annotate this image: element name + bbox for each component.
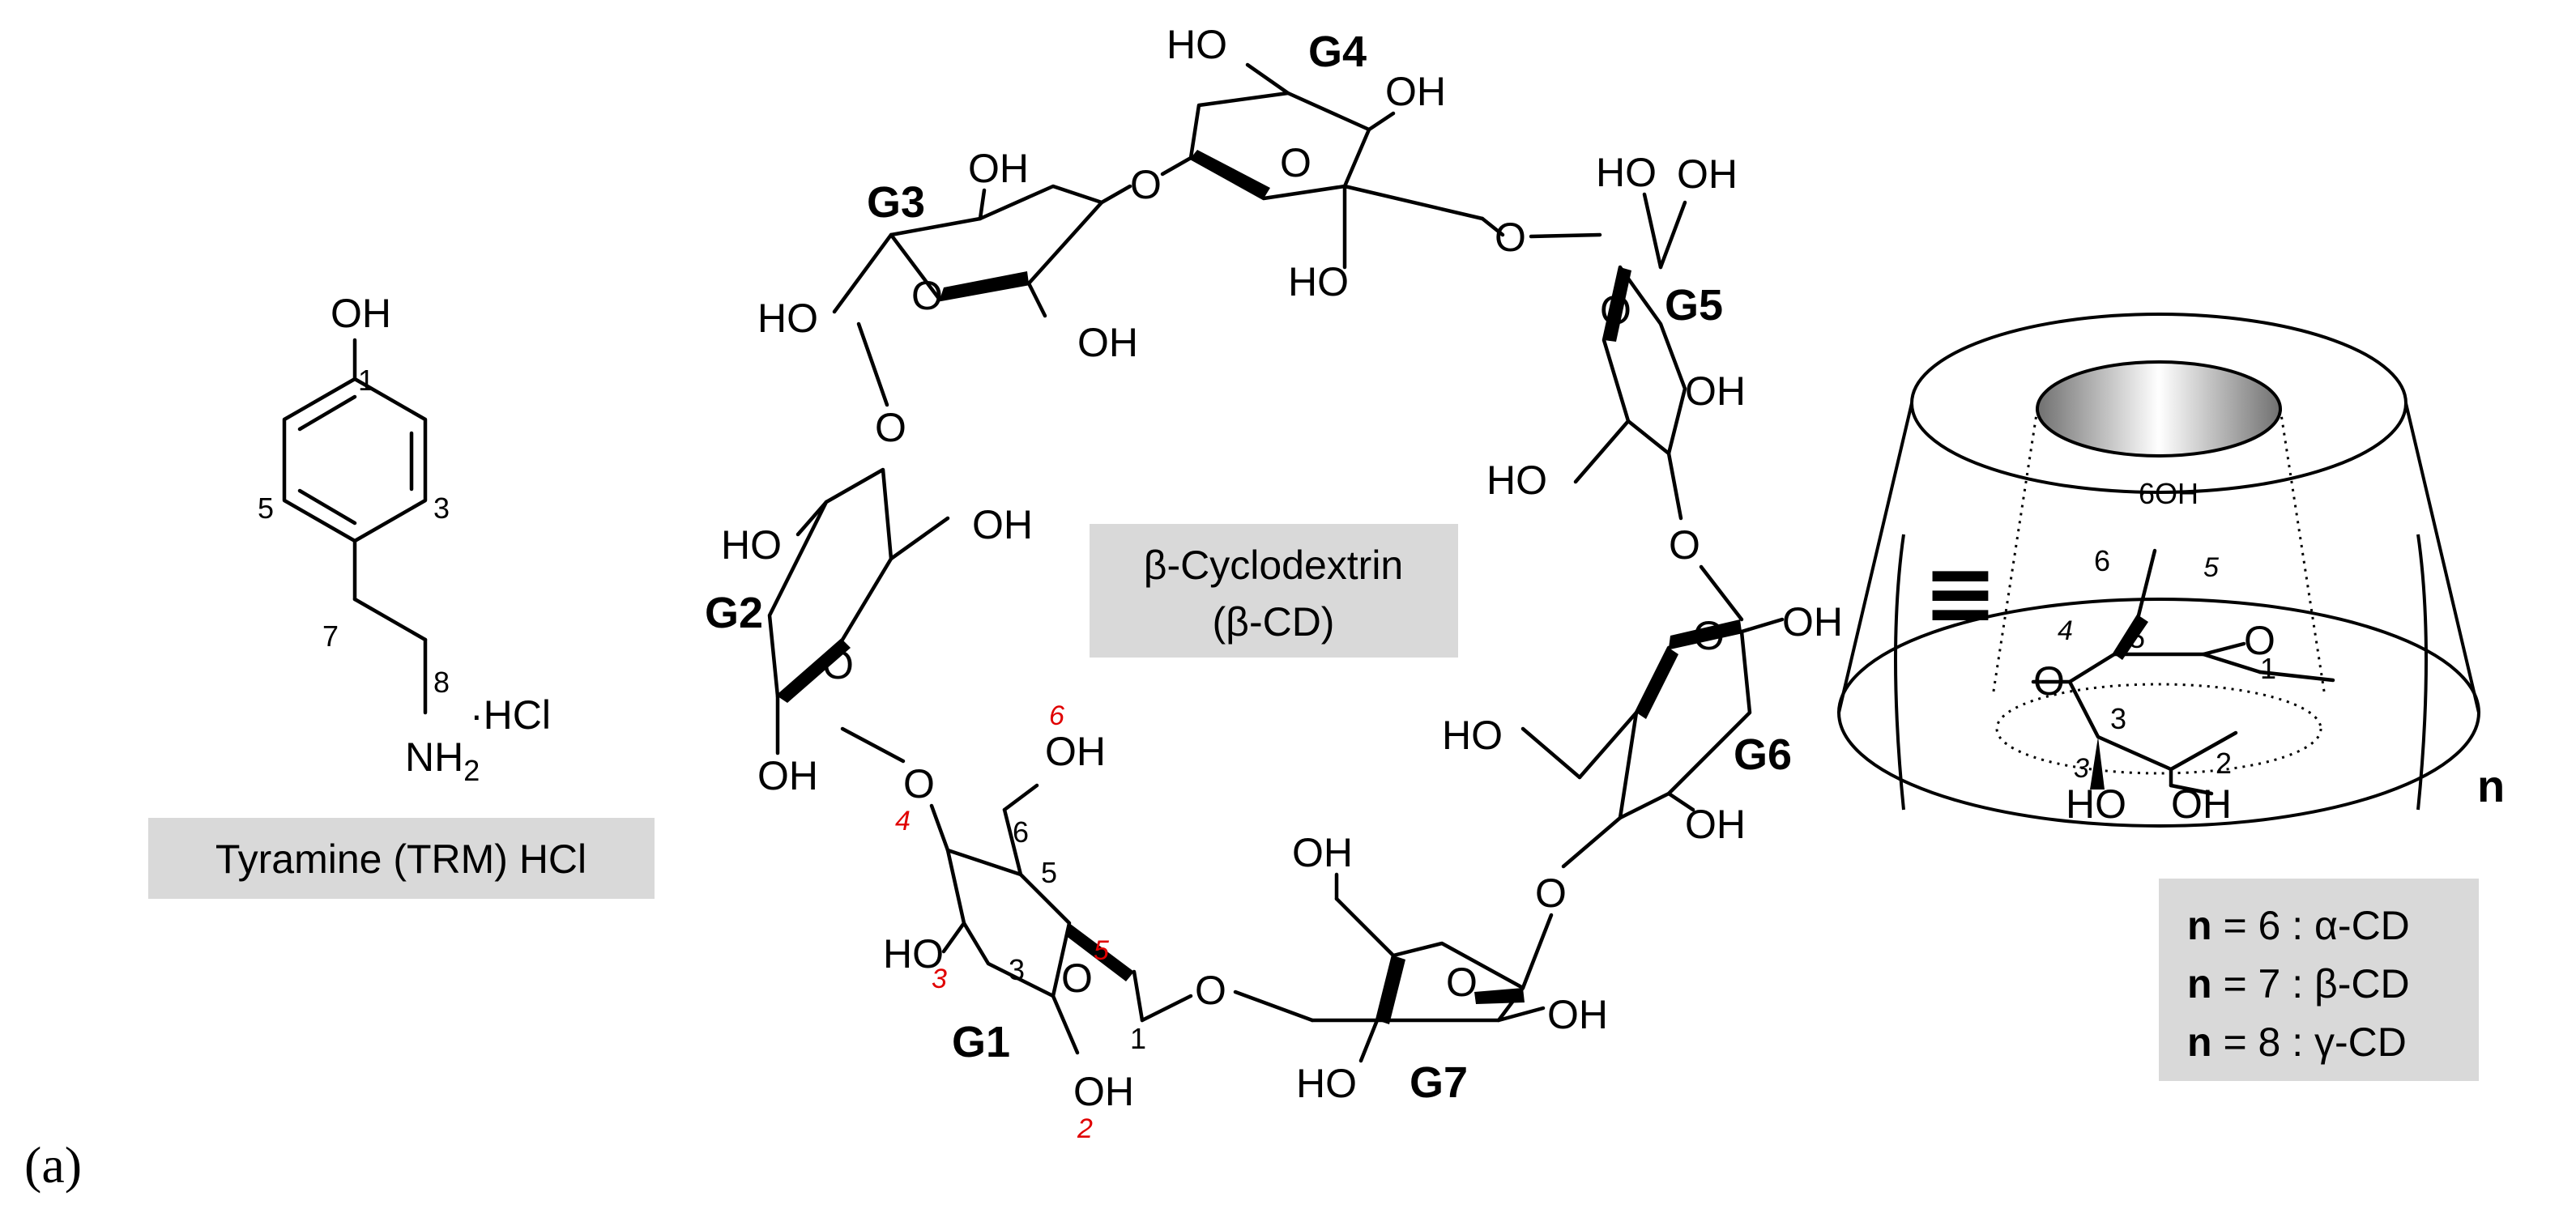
tyramine-num-1: 1 (358, 364, 374, 397)
cd-caption-box (1090, 524, 1458, 658)
svg-text:O: O (1535, 870, 1567, 916)
svg-text:5: 5 (1094, 935, 1109, 966)
svg-text:O: O (875, 405, 906, 450)
svg-text:HO: HO (883, 931, 944, 977)
svg-text:6: 6 (1013, 815, 1029, 849)
svg-text:4: 4 (2058, 615, 2073, 646)
unit-label-g1: G1 (952, 1018, 1010, 1066)
svg-text:O: O (1495, 215, 1526, 260)
svg-text:HO: HO (1288, 259, 1349, 304)
unit-label-g5: G5 (1665, 281, 1723, 330)
svg-text:O: O (1061, 956, 1093, 1001)
equivalence-symbol: ≡ (1923, 541, 1998, 645)
cyclodextrin-cone: 6OH 6 5 5 O 4 O 1 3 3 2 HO OH n (1837, 313, 2505, 828)
legend-beta: n = 7 : β-CD (2187, 961, 2410, 1007)
svg-text:6OH: 6OH (2139, 477, 2199, 510)
svg-text:O: O (822, 642, 854, 687)
unit-label-g4: G4 (1308, 28, 1367, 76)
svg-text:OH: OH (1292, 830, 1353, 875)
svg-text:O: O (1693, 613, 1725, 658)
unit-label-g3: G3 (867, 178, 925, 227)
svg-text:4: 4 (895, 806, 911, 836)
tyramine-nh2-label: NH2 (405, 734, 480, 787)
svg-text:3: 3 (2074, 753, 2089, 784)
panel-label: (a) (24, 1136, 82, 1194)
svg-text:HO: HO (1296, 1061, 1357, 1106)
svg-text:OH: OH (1685, 368, 1746, 414)
svg-text:HO: HO (1442, 713, 1503, 758)
svg-text:HO: HO (2066, 781, 2126, 827)
tyramine-caption: Tyramine (TRM) HCl (215, 836, 586, 882)
svg-text:2: 2 (2216, 747, 2232, 780)
svg-text:OH: OH (972, 502, 1033, 547)
tyramine-hcl-label: ·HCl (470, 692, 551, 738)
svg-text:OH: OH (1685, 802, 1746, 847)
svg-text:1: 1 (1130, 1022, 1146, 1055)
svg-text:5: 5 (1041, 856, 1057, 889)
cd-caption-line1: β-Cyclodextrin (1144, 543, 1404, 588)
legend-gamma: n = 8 : γ-CD (2187, 1019, 2407, 1065)
tyramine-num-7: 7 (322, 619, 339, 653)
svg-text:OH: OH (757, 753, 818, 798)
svg-text:HO: HO (721, 522, 782, 568)
svg-text:O: O (1280, 140, 1311, 185)
svg-text:O: O (2244, 618, 2275, 663)
svg-text:OH: OH (1077, 320, 1138, 365)
unit-label-g7: G7 (1410, 1058, 1468, 1107)
cone-legend-box (2159, 879, 2479, 1081)
svg-text:6: 6 (1049, 700, 1064, 731)
svg-text:OH: OH (1547, 992, 1608, 1037)
tyramine-num-5: 5 (258, 492, 274, 525)
svg-text:3: 3 (2110, 702, 2126, 735)
legend-alpha: n = 6 : α-CD (2187, 903, 2410, 948)
svg-text:2: 2 (1077, 1113, 1093, 1144)
svg-text:OH: OH (1782, 599, 1843, 645)
svg-text:OH: OH (1677, 151, 1738, 197)
svg-text:HO: HO (1596, 150, 1657, 195)
svg-text:O: O (2033, 658, 2065, 704)
unit-label-g2: G2 (705, 589, 763, 637)
svg-text:3: 3 (932, 964, 947, 994)
svg-text:1: 1 (2260, 652, 2276, 685)
svg-text:OH: OH (1385, 69, 1446, 114)
svg-text:O: O (1669, 522, 1700, 568)
cyclodextrin-structure: HO OH O HO G4 O OH O HO OH G3 O HO OH O (705, 22, 1843, 1144)
svg-text:OH: OH (968, 146, 1029, 191)
svg-text:O: O (1600, 287, 1631, 333)
cone-n-label: n (2477, 760, 2505, 811)
tyramine-caption-box (148, 818, 655, 899)
cd-caption-line2: (β-CD) (1213, 599, 1335, 645)
svg-text:6: 6 (2094, 544, 2110, 577)
svg-text:HO: HO (1166, 22, 1227, 67)
svg-text:O: O (903, 761, 935, 807)
svg-text:O: O (911, 273, 943, 318)
svg-text:O: O (1195, 968, 1226, 1013)
svg-text:OH: OH (2171, 781, 2232, 827)
svg-text:OH: OH (1073, 1069, 1134, 1114)
svg-text:3: 3 (1009, 953, 1025, 986)
tyramine-num-8: 8 (433, 666, 450, 699)
cone-legend: n = 6 : α-CD n = 7 : β-CD n = 8 : γ-CD (2187, 903, 2410, 1065)
svg-text:OH: OH (1045, 729, 1106, 774)
svg-text:HO: HO (757, 296, 818, 341)
tyramine-structure: OH 1 3 5 7 8 NH2 ·HCl (258, 291, 551, 787)
svg-text:5: 5 (2203, 552, 2219, 583)
svg-text:HO: HO (1486, 458, 1547, 503)
svg-text:O: O (1130, 162, 1162, 207)
svg-text:O: O (1446, 960, 1478, 1005)
svg-text:5: 5 (2129, 621, 2145, 654)
tyramine-oh-label: OH (331, 291, 391, 336)
unit-label-g6: G6 (1734, 730, 1792, 779)
tyramine-num-3: 3 (433, 492, 450, 525)
